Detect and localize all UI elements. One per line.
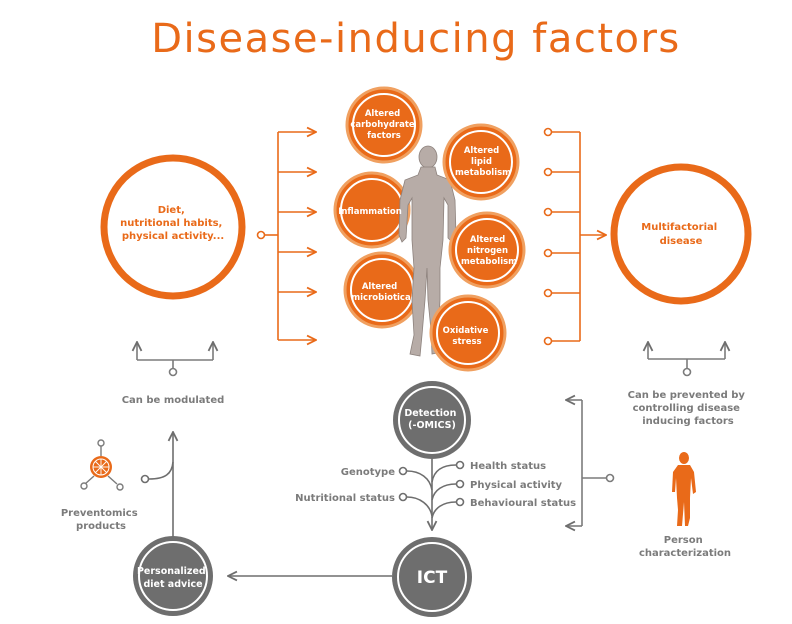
detection-circle: Detection (-OMICS) <box>393 381 471 459</box>
person-bracket <box>566 400 615 526</box>
advice-label: Personalized diet advice <box>137 566 209 590</box>
factor-label: Inflammation <box>338 207 402 217</box>
person-silhouette-icon <box>672 452 696 526</box>
connector-node <box>543 207 553 217</box>
prevented-bracket <box>648 342 725 377</box>
factor-label: Altered lipid metabolism <box>455 146 511 178</box>
factor-carbohydrate <box>345 86 423 164</box>
person-label: Person characterization <box>639 535 731 559</box>
advice-circle: Personalized diet advice <box>133 536 213 616</box>
input-circle: Diet, nutritional habits, physical activ… <box>100 154 246 300</box>
factor-label: Oxidative stress <box>443 326 492 347</box>
output-circle: Multifactorial disease <box>610 163 752 305</box>
connector-node <box>543 336 553 346</box>
advice-up-arrow <box>140 432 174 540</box>
input-genotype: Genotype <box>341 467 395 478</box>
input-physical-activity: Physical activity <box>470 480 563 491</box>
factor-lipid <box>442 123 520 201</box>
preventomics-label: Preventomics products <box>61 508 141 532</box>
orange-slice-icon <box>80 439 124 491</box>
output-circle-label: Multifactorial disease <box>641 222 720 247</box>
ict-label: ICT <box>417 568 448 588</box>
ict-circle: ICT <box>392 537 472 617</box>
factor-inflammation <box>333 171 411 249</box>
modulated-bracket <box>137 342 213 377</box>
factor-label: Altered carbohydrate factors <box>350 109 417 141</box>
connector-node <box>543 167 553 177</box>
prevented-label: Can be prevented by controlling disease … <box>628 390 749 427</box>
factor-label: Altered microbiotica <box>351 282 411 303</box>
input-health-status: Health status <box>470 461 546 472</box>
connector-node <box>543 288 553 298</box>
modulated-label: Can be modulated <box>122 395 225 406</box>
detection-inputs-tree <box>398 459 465 530</box>
detection-label: Detection (-OMICS) <box>404 408 459 431</box>
factor-oxidative <box>429 294 507 372</box>
factors-cluster: Altered carbohydrate factors Altered lip… <box>333 86 526 372</box>
right-connector <box>543 127 607 346</box>
connector-node <box>256 230 266 240</box>
connector-node <box>543 248 553 258</box>
factor-label: Altered nitrogen metabolism <box>461 235 517 267</box>
connector-node <box>543 127 553 137</box>
factor-nitrogen <box>448 211 526 289</box>
left-connector <box>256 132 317 340</box>
input-behavioural-status: Behavioural status <box>470 498 576 509</box>
page-title: Disease-inducing factors <box>151 16 681 62</box>
input-nutritional-status: Nutritional status <box>295 493 395 504</box>
input-circle-label: Diet, nutritional habits, physical activ… <box>120 205 226 242</box>
